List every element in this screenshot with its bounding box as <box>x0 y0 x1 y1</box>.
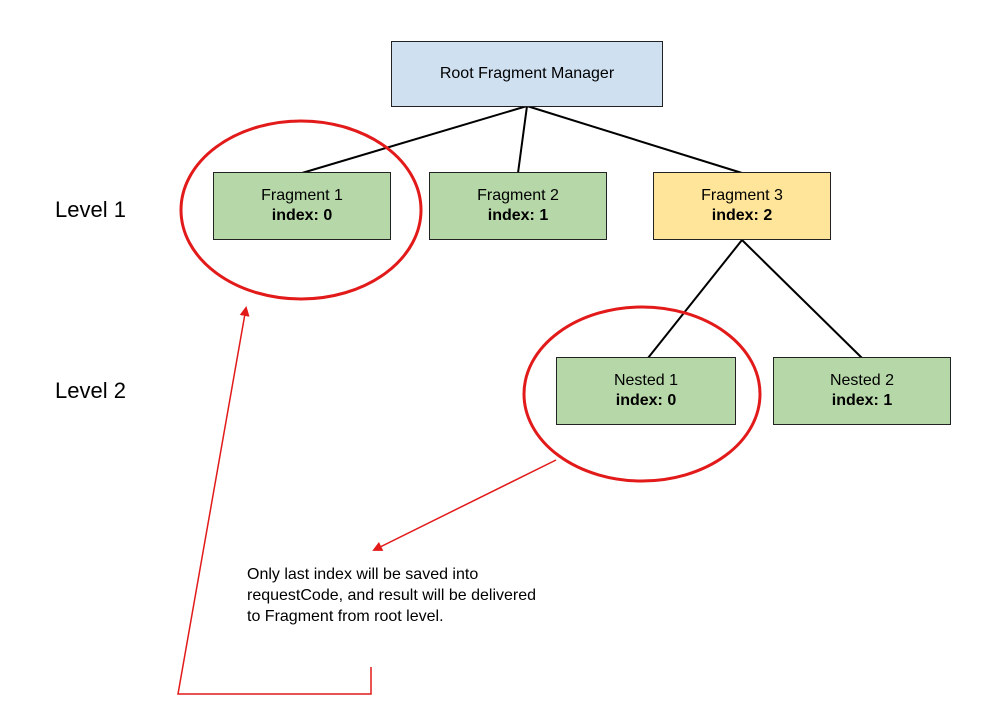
nested-1-title: Nested 1 <box>613 372 679 389</box>
highlight-circle-fragment-1 <box>179 119 423 301</box>
fragment-2-title: Fragment 2 <box>477 187 559 204</box>
level-1-label: Level 1 <box>55 197 126 222</box>
nested-2-title: Nested 2 <box>829 372 895 389</box>
nested-1-index: index: 0 <box>615 392 677 409</box>
fragment-3-title: Fragment 3 <box>701 187 783 204</box>
level-2-label: Level 2 <box>55 378 126 403</box>
fragment-1-title: Fragment 1 <box>261 187 343 204</box>
connector-root-fragment-2 <box>517 105 528 174</box>
fragment-1-node: Fragment 1 index: 0 <box>213 172 391 240</box>
fragment-3-node: Fragment 3 index: 2 <box>653 172 831 240</box>
arrow-nested-to-note <box>372 459 557 551</box>
nested-1-node: Nested 1 index: 0 <box>556 357 736 425</box>
connector-root-fragment-3 <box>526 105 743 174</box>
highlight-circle-nested-1 <box>522 305 762 483</box>
connector-root-fragment-1 <box>301 105 528 174</box>
nested-2-node: Nested 2 index: 1 <box>773 357 951 425</box>
connector-fragment-3-nested-2 <box>741 239 863 359</box>
root-node-label: Root Fragment Manager <box>439 65 615 82</box>
root-fragment-manager-node: Root Fragment Manager <box>391 41 663 107</box>
fragment-2-node: Fragment 2 index: 1 <box>429 172 607 240</box>
fragment-1-index: index: 0 <box>271 207 333 224</box>
arrow-note-to-fragment-1 <box>177 306 372 695</box>
fragment-3-index: index: 2 <box>711 207 773 224</box>
fragment-2-index: index: 1 <box>487 207 549 224</box>
annotation-note: Only last index will be saved into reque… <box>247 566 537 625</box>
nested-2-index: index: 1 <box>831 392 893 409</box>
connector-fragment-3-nested-1 <box>647 239 743 359</box>
